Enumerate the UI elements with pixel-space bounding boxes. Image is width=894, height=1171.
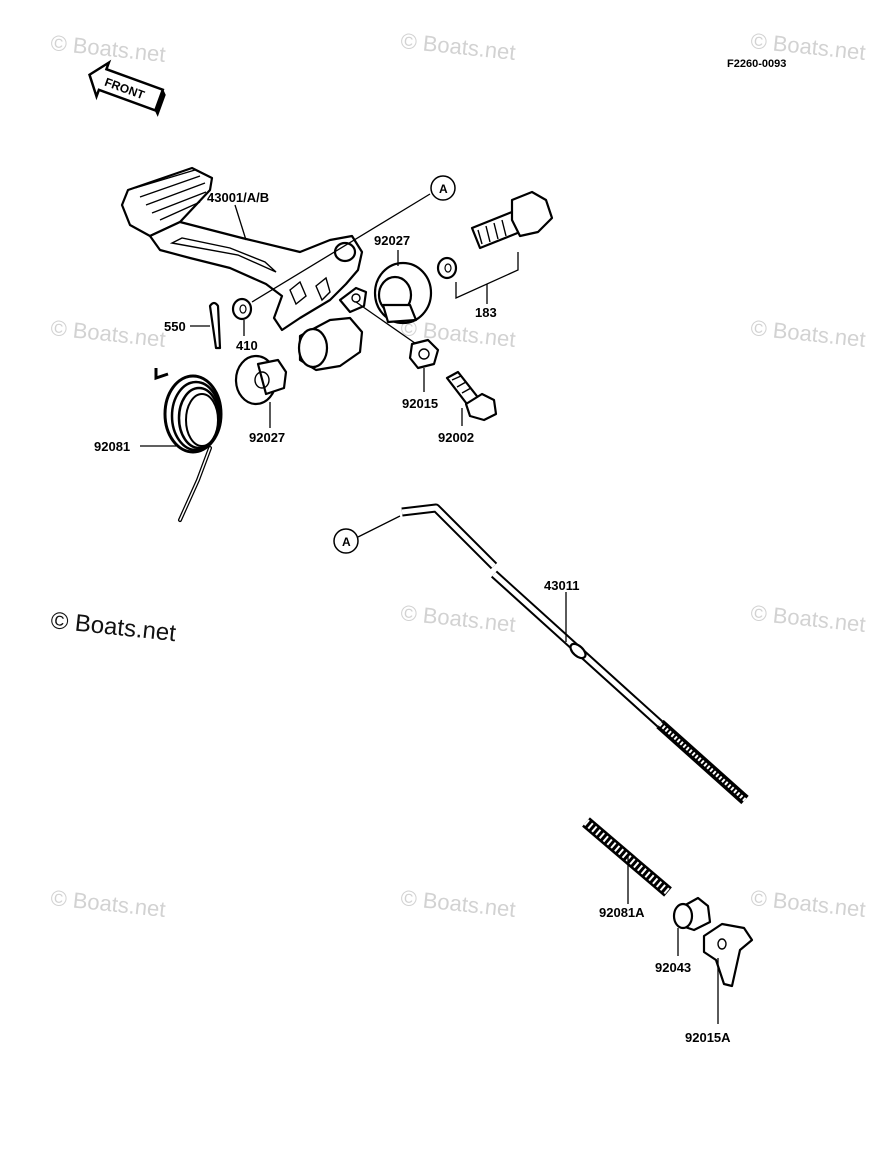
watermark: © Boats.net	[49, 315, 166, 352]
adjust-nut-92015A	[702, 922, 754, 988]
cotter-pin-550	[208, 301, 222, 350]
bolt-183	[436, 190, 554, 280]
watermark: © Boats.net	[399, 885, 516, 922]
callout-a-top: A	[439, 182, 448, 196]
watermark: © Boats.net	[399, 600, 516, 637]
part-label-92081: 92081	[94, 439, 130, 454]
part-label-92027-upper: 92027	[374, 233, 410, 248]
washer-410	[231, 297, 253, 321]
part-label-550: 550	[164, 319, 186, 334]
watermark: © Boats.net	[749, 885, 866, 922]
part-label-183: 183	[475, 305, 497, 320]
watermark: © Boats.net	[399, 28, 516, 65]
bushing-upper	[373, 261, 433, 325]
bolt-92002	[445, 370, 498, 422]
part-label-92015A: 92015A	[685, 1030, 731, 1045]
watermark: © Boats.net	[49, 885, 166, 922]
callout-a-circle	[430, 175, 456, 201]
part-label-92043: 92043	[655, 960, 691, 975]
brake-rod-43011	[401, 503, 749, 805]
joint-92043	[672, 896, 712, 932]
reference-code: F2260-0093	[727, 58, 786, 70]
part-label-pedal: 43001/A/B	[207, 190, 269, 205]
front-arrow-icon: FRONT	[88, 59, 166, 117]
watermark-main: © Boats.net	[49, 607, 177, 647]
rod-spring-92081A	[582, 817, 672, 897]
part-label-92081A: 92081A	[599, 905, 645, 920]
watermark: © Boats.net	[49, 30, 166, 67]
callout-a-lower: A	[342, 535, 351, 549]
part-label-43011: 43011	[544, 578, 579, 593]
part-label-92015: 92015	[402, 396, 438, 411]
part-label-410: 410	[236, 338, 258, 353]
part-label-92027-lower: 92027	[249, 430, 285, 445]
torsion-spring-92081	[154, 368, 223, 522]
brake-pedal	[120, 166, 368, 372]
nut-92015	[408, 338, 440, 370]
bushing-lower	[234, 354, 288, 406]
callout-a-circle-lower	[333, 528, 359, 554]
watermark: © Boats.net	[749, 600, 866, 637]
watermarks: © Boats.net © Boats.net © Boats.net © Bo…	[49, 28, 866, 922]
watermark: © Boats.net	[749, 315, 866, 352]
part-label-92002: 92002	[438, 430, 474, 445]
